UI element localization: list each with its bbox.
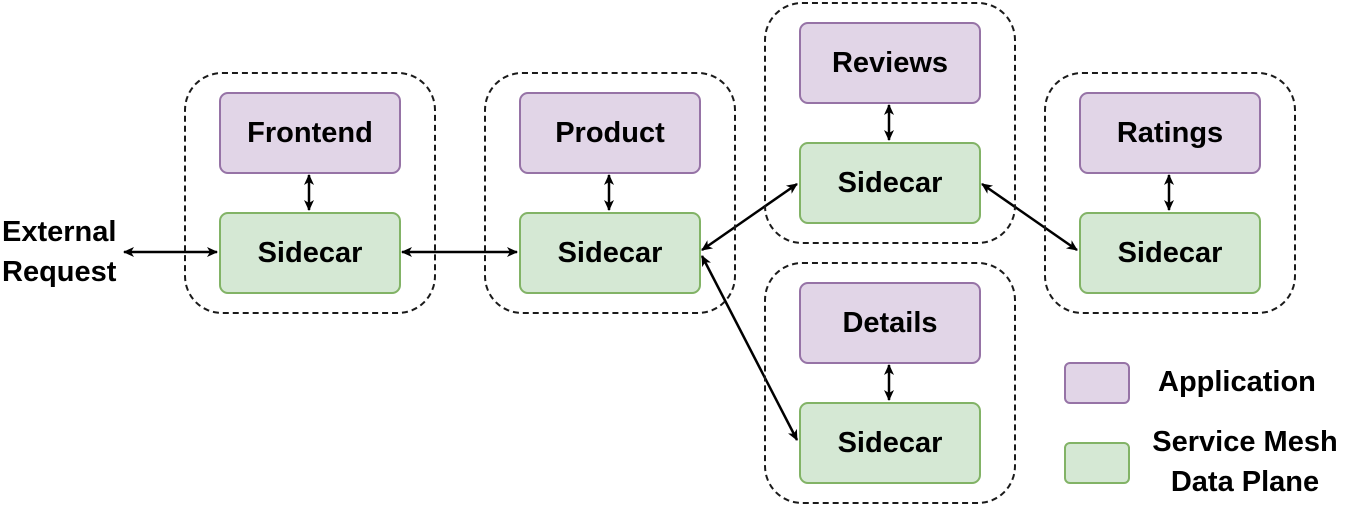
pod-reviews <box>764 2 1016 244</box>
pod-ratings <box>1044 72 1296 314</box>
legend-data-plane-swatch <box>1064 442 1130 484</box>
edge-reviews-ratings <box>981 182 1078 252</box>
reviews-sidecar-box[interactable]: Sidecar <box>799 142 981 224</box>
legend-data-plane-line-2: Data Plane <box>1170 466 1320 498</box>
product-sidecar-box[interactable]: Sidecar <box>519 212 701 294</box>
legend-application-label: Application <box>1158 366 1316 398</box>
external-request-label: External Request <box>2 212 116 292</box>
edge-product-reviews <box>701 182 798 252</box>
reviews-app-box[interactable]: Reviews <box>799 22 981 104</box>
product-app-box[interactable]: Product <box>519 92 701 174</box>
legend-data-plane-line-1: Service Mesh <box>1152 426 1338 458</box>
frontend-app-box[interactable]: Frontend <box>219 92 401 174</box>
external-request-line-1: External <box>2 216 117 248</box>
ratings-sidecar-box[interactable]: Sidecar <box>1079 212 1261 294</box>
legend-application-swatch <box>1064 362 1130 404</box>
pod-product <box>484 72 736 314</box>
external-request-line-2: Request <box>2 256 117 288</box>
details-app-box[interactable]: Details <box>799 282 981 364</box>
pod-details <box>764 262 1016 504</box>
frontend-sidecar-box[interactable]: Sidecar <box>219 212 401 294</box>
pod-frontend <box>184 72 436 314</box>
ratings-app-box[interactable]: Ratings <box>1079 92 1261 174</box>
details-sidecar-box[interactable]: Sidecar <box>799 402 981 484</box>
legend-data-plane-label: Service Mesh Data Plane <box>1138 422 1352 502</box>
